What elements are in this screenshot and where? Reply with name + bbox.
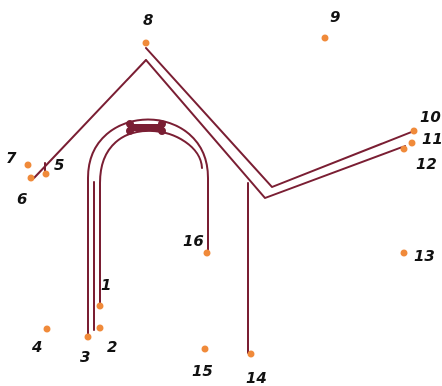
roof-left-line <box>33 59 147 179</box>
dot-9[interactable] <box>321 34 329 42</box>
dot-label-13: 13 <box>414 247 435 265</box>
dot-label-8: 8 <box>143 11 153 29</box>
dot-16[interactable] <box>203 249 211 257</box>
dot-14[interactable] <box>247 350 255 358</box>
dot-label-2: 2 <box>107 338 117 356</box>
dot-4[interactable] <box>43 325 51 333</box>
dot-15[interactable] <box>201 345 209 353</box>
dot-1[interactable] <box>96 302 104 310</box>
dot-label-9: 9 <box>330 8 340 26</box>
dot-label-10: 10 <box>420 108 441 126</box>
dot-label-12: 12 <box>416 155 437 173</box>
dot-3[interactable] <box>84 333 92 341</box>
dot-label-6: 6 <box>17 190 27 208</box>
roof-right-inner-line <box>145 59 406 199</box>
bone-icon <box>126 120 166 135</box>
dot-label-11: 11 <box>422 130 442 148</box>
dot-label-4: 4 <box>31 338 42 356</box>
dots-layer <box>24 34 418 358</box>
door-outer-arch <box>87 118 209 337</box>
dot-10[interactable] <box>410 127 418 135</box>
dot-label-16: 16 <box>183 232 204 250</box>
dot-7[interactable] <box>24 161 32 169</box>
dot-label-7: 7 <box>6 149 17 167</box>
dot-label-1: 1 <box>101 276 111 294</box>
dot-12[interactable] <box>400 145 408 153</box>
dot-label-15: 15 <box>192 362 213 380</box>
dot-11[interactable] <box>408 139 416 147</box>
roof-right-outer-line <box>145 47 415 188</box>
door-inner-arch <box>99 129 203 308</box>
dot-6[interactable] <box>27 174 35 182</box>
dot-5[interactable] <box>42 170 50 178</box>
dot-13[interactable] <box>400 249 408 257</box>
dot-8[interactable] <box>142 39 150 47</box>
dot-label-3: 3 <box>80 348 90 366</box>
dot-2[interactable] <box>96 324 104 332</box>
drawn-lines <box>33 47 415 354</box>
dot-label-14: 14 <box>246 369 267 386</box>
dot-label-5: 5 <box>54 156 64 174</box>
